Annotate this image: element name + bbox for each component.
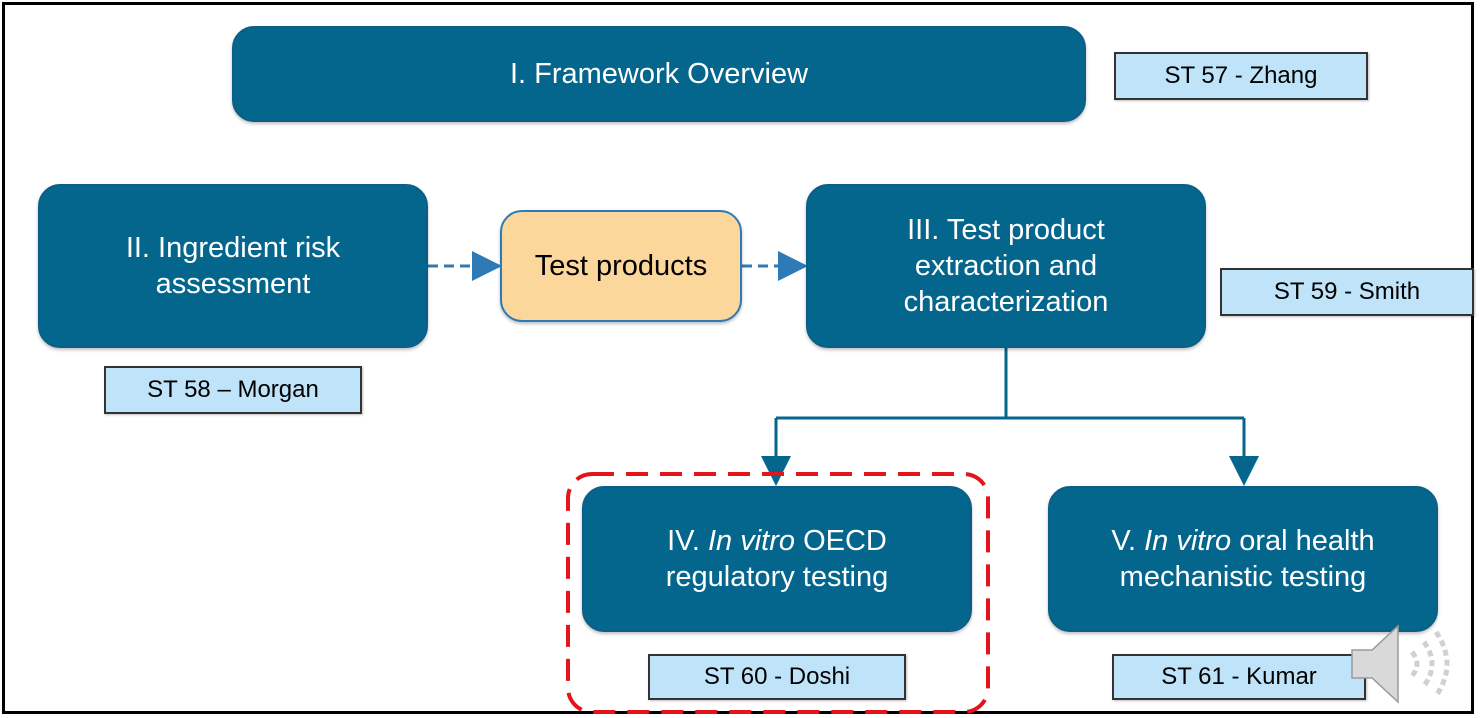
node-oecd-testing: IV. In vitro OECD regulatory testing [582, 486, 972, 632]
node-extraction-line2: extraction and [914, 250, 1098, 282]
node-ingredient-risk: II. Ingredient risk assessment [38, 184, 428, 348]
tag-st58: ST 58 – Morgan [104, 366, 362, 414]
tag-st60-label: ST 60 - Doshi [703, 663, 851, 690]
node-ingredient-line1: II. Ingredient risk [125, 232, 341, 264]
tag-st57-label: ST 57 - Zhang [1164, 62, 1318, 89]
node-ingredient-line2: assessment [155, 268, 311, 300]
node-oral-prefix: V. [1111, 525, 1145, 557]
node-oral-health-testing: V. In vitro oral health mechanistic test… [1048, 486, 1438, 632]
tag-st57: ST 57 - Zhang [1114, 52, 1368, 100]
node-oecd-prefix: IV. [667, 525, 708, 557]
node-extraction: III. Test product extraction and charact… [806, 184, 1206, 348]
tag-st59-label: ST 59 - Smith [1273, 278, 1421, 305]
node-oral-italic: In vitro [1144, 525, 1232, 557]
highlight-dashed-border [566, 472, 990, 714]
node-test-products: Test products [500, 210, 742, 322]
node-test-products-label: Test products [534, 250, 708, 282]
node-framework-overview: I. Framework Overview [232, 26, 1086, 122]
node-oecd-line2: regulatory testing [665, 561, 889, 593]
node-framework-label: I. Framework Overview [509, 58, 809, 90]
node-extraction-line1: III. Test product [907, 214, 1105, 246]
node-oral-line1: V. In vitro oral health [1111, 523, 1374, 559]
node-oecd-line1: IV. In vitro OECD [666, 523, 888, 559]
tag-st59: ST 59 - Smith [1220, 268, 1474, 316]
node-extraction-line3: characterization [903, 286, 1109, 318]
tag-st61-label: ST 61 - Kumar [1161, 663, 1317, 690]
tag-st61: ST 61 - Kumar [1112, 654, 1366, 700]
tag-st58-label: ST 58 – Morgan [147, 376, 319, 403]
node-oecd-italic: In vitro [707, 525, 796, 557]
node-oral-suffix: oral health [1231, 525, 1375, 557]
tag-st60: ST 60 - Doshi [648, 654, 906, 700]
node-oecd-suffix: OECD [795, 525, 887, 557]
speaker-icon[interactable] [1348, 612, 1468, 712]
node-oral-line2: mechanistic testing [1119, 561, 1367, 593]
